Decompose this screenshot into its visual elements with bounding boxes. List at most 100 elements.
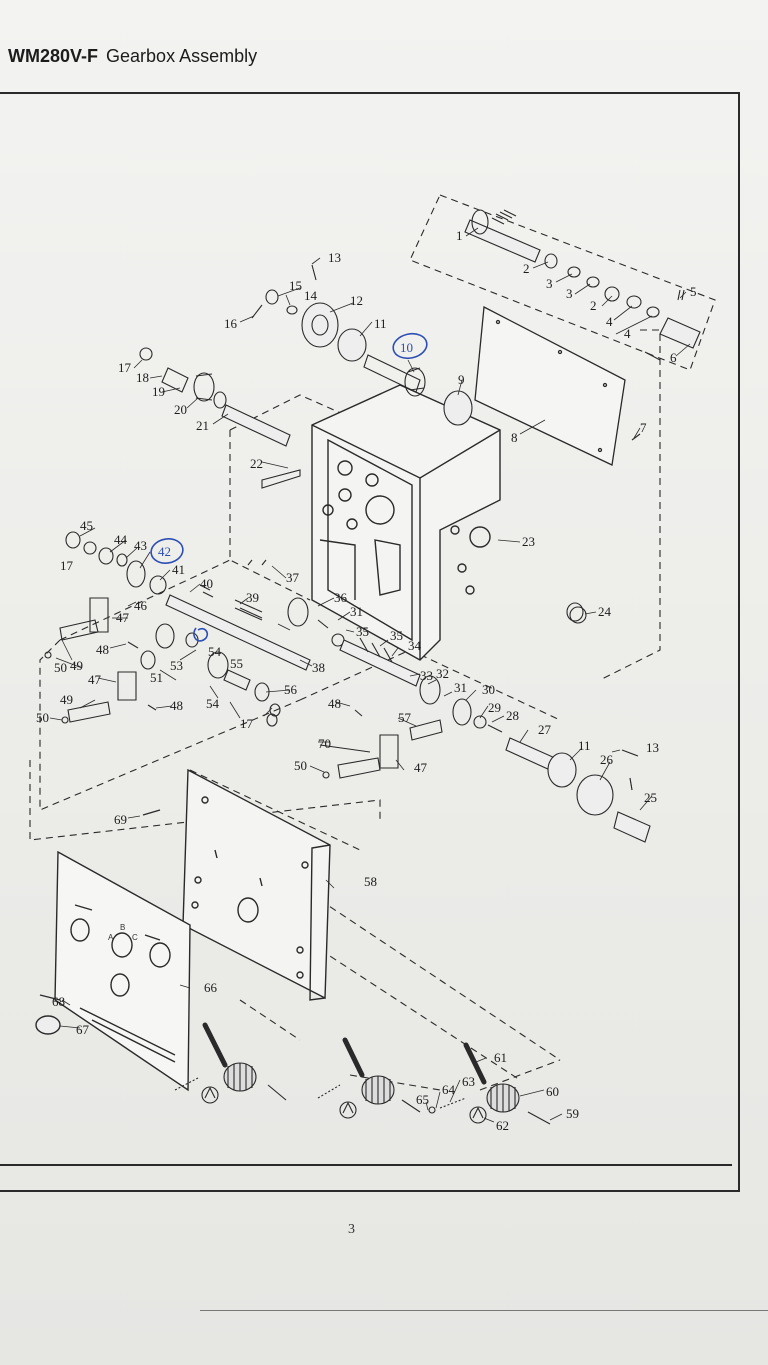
- callout-67: 67: [76, 1022, 90, 1037]
- callout-9: 9: [458, 372, 465, 387]
- callout-64: 64: [442, 1082, 456, 1097]
- callout-31: 31: [350, 604, 363, 619]
- callout-35: 35: [356, 624, 369, 639]
- callout-50: 50: [36, 710, 49, 725]
- callout-54: 54: [206, 696, 220, 711]
- callout-31: 31: [454, 680, 467, 695]
- callout-19: 19: [152, 384, 165, 399]
- callout-11: 11: [578, 738, 591, 753]
- callout-labels: 1 2 2 3 3 4 4 5 6 7 8 9 10 11 11 12 13 1…: [36, 228, 697, 1133]
- callout-29: 29: [488, 700, 501, 715]
- callout-69: 69: [114, 812, 127, 827]
- callout-7: 7: [640, 420, 647, 435]
- side-cover-plate: [474, 305, 626, 466]
- callout-36: 36: [334, 590, 348, 605]
- callout-68: 68: [52, 994, 65, 1009]
- callout-40: 40: [200, 576, 213, 591]
- callout-48: 48: [170, 698, 183, 713]
- callout-38: 38: [312, 660, 325, 675]
- callout-2: 2: [523, 261, 530, 276]
- callout-15: 15: [289, 278, 302, 293]
- frame-bottom-rule: [0, 1164, 732, 1166]
- callout-53: 53: [170, 658, 183, 673]
- panel-label-a: A: [108, 933, 114, 942]
- callout-1: 1: [456, 228, 463, 243]
- callout-34: 34: [408, 638, 422, 653]
- callout-14: 14: [304, 288, 318, 303]
- shaft-10-assembly: [251, 264, 473, 426]
- shaft-21-assembly: [139, 347, 301, 489]
- callout-5: 5: [690, 284, 697, 299]
- callout-4: 4: [624, 326, 631, 341]
- callout-49: 49: [70, 658, 83, 673]
- callout-48: 48: [96, 642, 109, 657]
- model-number: WM280V-F: [8, 46, 99, 66]
- leader-lines: [49, 227, 691, 1123]
- shaft-34-assembly: [287, 597, 651, 843]
- callout-50: 50: [294, 758, 307, 773]
- callout-35: 35: [390, 628, 403, 643]
- diagram-frame: [0, 92, 740, 1192]
- callout-20: 20: [174, 402, 187, 417]
- callout-47: 47: [88, 672, 102, 687]
- page-number: 3: [348, 1222, 355, 1237]
- callout-30: 30: [482, 682, 495, 697]
- panel-letters: A B C: [108, 923, 138, 942]
- callout-2: 2: [590, 298, 597, 313]
- panel-label-c: C: [132, 933, 138, 942]
- callout-6: 6: [670, 350, 677, 365]
- callout-27: 27: [538, 722, 552, 737]
- footer-rule: [200, 1310, 768, 1311]
- callout-51: 51: [150, 670, 163, 685]
- callout-21: 21: [196, 418, 209, 433]
- callout-33: 33: [420, 668, 433, 683]
- callout-50: 50: [54, 660, 67, 675]
- callout-37: 37: [286, 570, 300, 585]
- pen-annotation-circles: [150, 332, 428, 642]
- callout-25: 25: [644, 790, 657, 805]
- callout-11: 11: [374, 316, 387, 331]
- callout-18: 18: [136, 370, 149, 385]
- panel-label-b: B: [120, 923, 125, 932]
- callout-17: 17: [60, 558, 74, 573]
- callout-57: 57: [398, 710, 412, 725]
- callout-47: 47: [116, 610, 130, 625]
- callout-58: 58: [364, 874, 377, 889]
- front-control-panel: [35, 850, 191, 1092]
- callout-8: 8: [511, 430, 518, 445]
- callout-60: 60: [546, 1084, 559, 1099]
- callout-28: 28: [506, 708, 519, 723]
- selector-knob-assemblies: [174, 1022, 551, 1125]
- callout-24: 24: [598, 604, 612, 619]
- callout-49: 49: [60, 692, 73, 707]
- lower-left-shaft-assembly: [44, 531, 311, 724]
- callout-41: 41: [172, 562, 185, 577]
- callout-63: 63: [462, 1074, 475, 1089]
- front-housing-block: [142, 768, 331, 1001]
- callout-56: 56: [284, 682, 298, 697]
- callout-13: 13: [328, 250, 341, 265]
- callout-32: 32: [436, 666, 449, 681]
- callout-13: 13: [646, 740, 659, 755]
- misc-small-parts: [234, 433, 641, 727]
- callout-23: 23: [522, 534, 535, 549]
- callout-16: 16: [224, 316, 238, 331]
- callout-3: 3: [546, 276, 553, 291]
- callout-65: 65: [416, 1092, 429, 1107]
- callout-70: 70: [318, 736, 331, 751]
- callout-42: 42: [158, 544, 171, 559]
- callout-46: 46: [134, 598, 148, 613]
- callout-48: 48: [328, 696, 341, 711]
- page-title: WM280V-F Gearbox Assembly: [8, 46, 257, 67]
- gearbox-housing: [311, 384, 501, 661]
- callout-43: 43: [134, 538, 147, 553]
- assembly-title: Gearbox Assembly: [106, 46, 258, 66]
- callout-61: 61: [494, 1050, 507, 1065]
- callout-26: 26: [600, 752, 614, 767]
- callout-4: 4: [606, 314, 613, 329]
- callout-10: 10: [400, 340, 413, 355]
- callout-62: 62: [496, 1118, 509, 1133]
- callout-66: 66: [204, 980, 218, 995]
- callout-44: 44: [114, 532, 128, 547]
